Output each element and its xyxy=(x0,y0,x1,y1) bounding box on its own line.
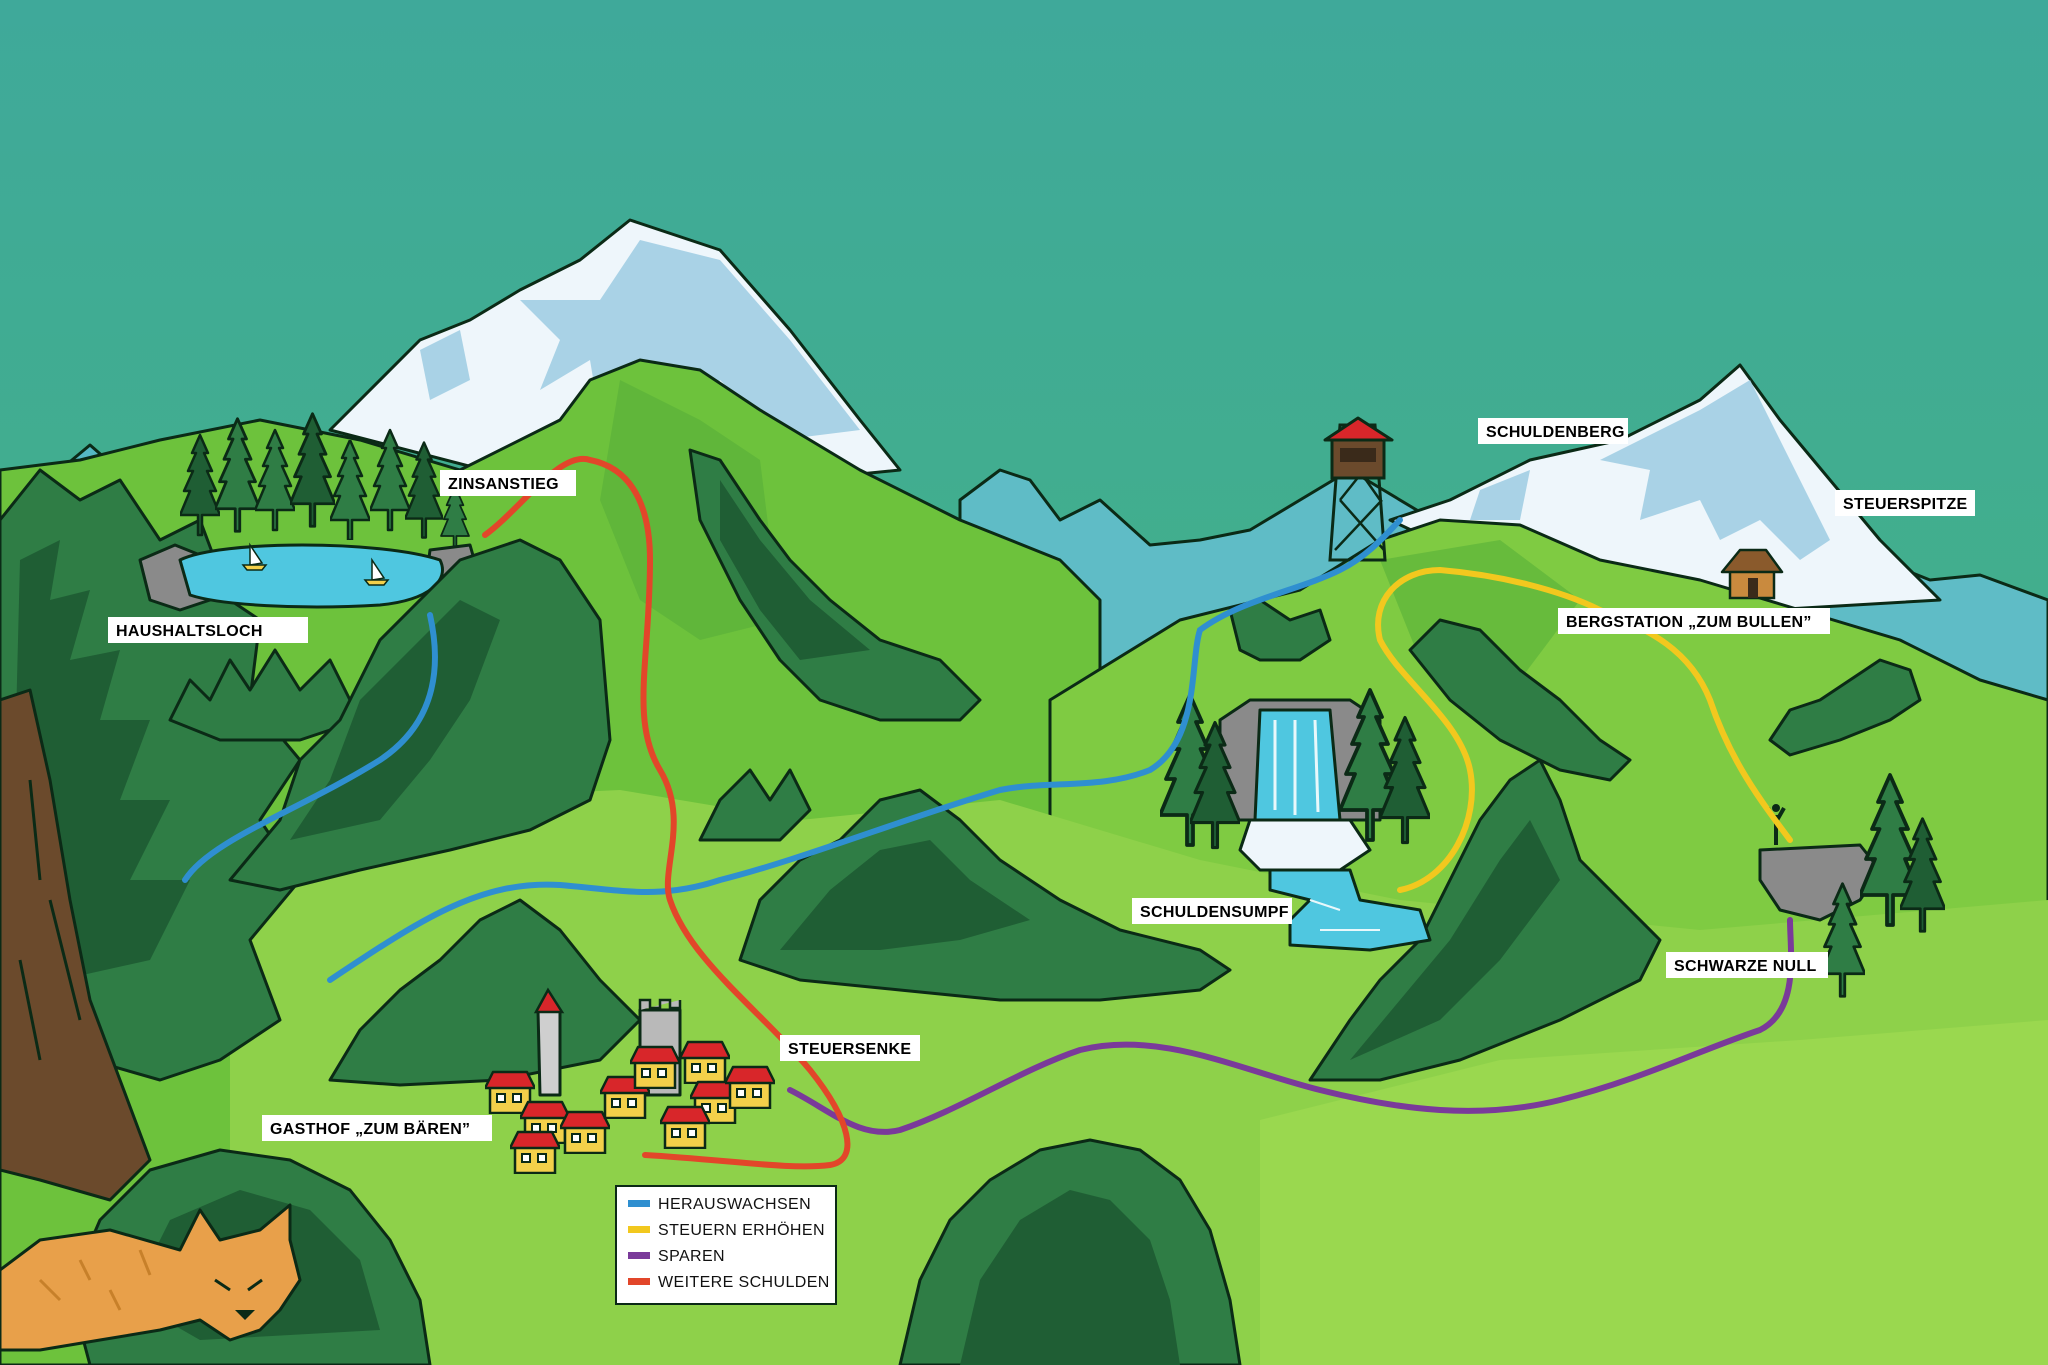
svg-text:HAUSHALTSLOCH: HAUSHALTSLOCH xyxy=(116,623,263,640)
svg-text:SCHWARZE NULL: SCHWARZE NULL xyxy=(1674,958,1817,975)
legend: HERAUSWACHSEN STEUERN ERHÖHEN SPAREN WEI… xyxy=(615,1185,837,1305)
svg-text:GASTHOF „ZUM BÄREN”: GASTHOF „ZUM BÄREN” xyxy=(270,1120,470,1138)
svg-text:SPAREN: SPAREN xyxy=(658,1248,725,1265)
route-weitere-schulden xyxy=(482,455,851,1170)
svg-text:ZINSANSTIEG: ZINSANSTIEG xyxy=(448,476,559,493)
label-gasthof: GASTHOF „ZUM BÄREN” xyxy=(262,1115,492,1141)
svg-text:SCHULDENBERG: SCHULDENBERG xyxy=(1486,424,1625,441)
svg-text:STEUERN ERHÖHEN: STEUERN ERHÖHEN xyxy=(658,1221,825,1239)
label-bergstation: BERGSTATION „ZUM BULLEN” xyxy=(1558,608,1830,634)
label-haushaltsloch: HAUSHALTSLOCH xyxy=(108,617,308,643)
hut-icon xyxy=(1720,548,1784,600)
grass-lowland xyxy=(1260,1020,2048,1365)
svg-text:STEUERSPITZE: STEUERSPITZE xyxy=(1843,496,1968,513)
village-icon xyxy=(485,987,775,1174)
route-sparen xyxy=(787,917,1795,1135)
routes xyxy=(182,455,1795,1170)
label-zinsanstieg: ZINSANSTIEG xyxy=(440,470,576,496)
tower-icon xyxy=(1323,416,1394,562)
label-schuldenberg: SCHULDENBERG xyxy=(1478,418,1628,444)
label-steuersenke: STEUERSENKE xyxy=(780,1035,920,1061)
legend-item-sparen: SPAREN xyxy=(628,1248,725,1265)
legend-item-steuern-erhoehen: STEUERN ERHÖHEN xyxy=(628,1221,825,1239)
svg-text:WEITERE SCHULDEN: WEITERE SCHULDEN xyxy=(658,1274,830,1291)
place-labels: ZINSANSTIEG HAUSHALTSLOCH SCHULDENBERG S… xyxy=(108,418,1975,1141)
svg-text:BERGSTATION „ZUM BULLEN”: BERGSTATION „ZUM BULLEN” xyxy=(1566,614,1812,631)
legend-item-herauswachsen: HERAUSWACHSEN xyxy=(628,1196,811,1213)
route-steuern-erhoehen xyxy=(1375,566,1793,893)
svg-text:HERAUSWACHSEN: HERAUSWACHSEN xyxy=(658,1196,811,1213)
sailboat-icon xyxy=(241,542,268,571)
route-herauswachsen xyxy=(182,517,1403,983)
fox-icon xyxy=(0,1203,302,1352)
legend-item-weitere-schulden: WEITERE SCHULDEN xyxy=(628,1274,830,1291)
lake-haushaltsloch xyxy=(178,543,444,609)
svg-text:STEUERSENKE: STEUERSENKE xyxy=(788,1041,911,1058)
label-steuerspitze: STEUERSPITZE xyxy=(1835,490,1975,516)
svg-text:SCHULDENSUMPF: SCHULDENSUMPF xyxy=(1140,904,1289,921)
sailboat-icon xyxy=(363,557,390,586)
waterfall-icon xyxy=(1160,690,1432,952)
label-schuldensumpf: SCHULDENSUMPF xyxy=(1132,898,1292,924)
label-schwarze-null: SCHWARZE NULL xyxy=(1666,952,1828,978)
